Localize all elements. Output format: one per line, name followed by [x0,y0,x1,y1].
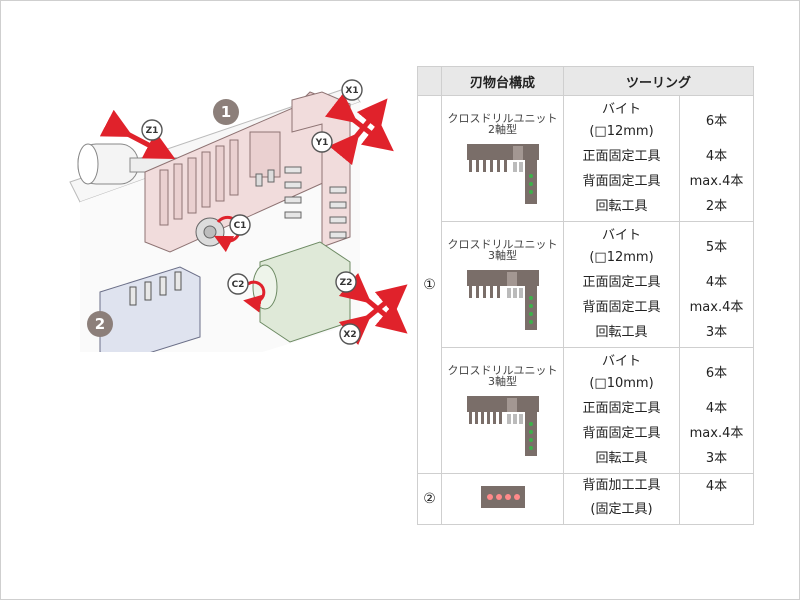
svg-text:C1: C1 [234,221,247,231]
tool-name: 回転工具 [595,324,648,340]
turret-1 [144,91,351,253]
badge-1: 1 [213,99,239,125]
tool-list: バイト (□10mm) 正面固定工具 背面固定工具 回転工具 [563,347,680,474]
tool-name: 背面加工工具 (固定工具) [582,478,661,517]
axis-label-z2: Z2 [335,271,357,293]
unit-cell: クロスドリルユニット 3軸型 [441,221,564,348]
back-tool-block-icon [480,486,525,508]
tool-quantity: 4本 [705,148,728,164]
svg-text:2: 2 [95,315,105,333]
back-tool-block [99,266,201,352]
tool-quantity: max.4本 [689,173,744,189]
quantity-list: 6本 4本 max.4本 2本 [678,95,755,222]
tool-quantity: 2本 [705,198,728,214]
tool-name: 正面固定工具 [582,400,661,416]
cross-drill-unit-3axis-icon [466,396,539,456]
table-row: クロスドリルユニット 3軸型 バイト (□10mm) 正面固定工具 背面固定工具… [418,347,755,474]
axis-label-x1: X1 [341,79,363,101]
tooling-table: 刃物台構成 ツーリング ① クロスドリルユニット 2軸型 バイト (□12m [417,66,755,525]
unit-cell: クロスドリルユニット 3軸型 [441,347,564,474]
tool-quantity: 6本 [705,365,728,381]
tool-name: 背面固定工具 [582,299,661,315]
tool-name: 背面固定工具 [582,173,661,189]
axis-label-c1: C1 [229,214,251,236]
tool-quantity: 3本 [705,450,728,466]
tool-quantity: 5本 [705,239,728,255]
svg-text:X1: X1 [345,86,358,96]
header-blank [417,66,442,96]
tool-quantity: 4本 [705,479,728,494]
unit-name: クロスドリルユニット [447,238,558,251]
unit-name: クロスドリルユニット [447,364,558,377]
table-row: クロスドリルユニット 3軸型 バイト (□12mm) 正面固定工具 背面固定工具… [418,221,755,348]
group-label-1: ① [417,95,442,474]
unit-type: 3軸型 [488,375,517,388]
quantity-list: 6本 4本 max.4本 3本 [678,347,755,474]
tool-quantity: max.4本 [689,425,744,441]
quantity-list: 4本 [678,473,755,525]
tool-name: バイト (□10mm) [589,353,654,391]
svg-text:X2: X2 [343,330,356,340]
tool-quantity: 3本 [705,324,728,340]
group-label-2: ② [417,473,442,525]
tool-quantity: max.4本 [689,299,744,315]
tool-name: バイト (□12mm) [589,101,654,139]
axis-label-x2: X2 [339,323,361,345]
unit-type: 3軸型 [488,249,517,262]
tool-quantity: 6本 [705,113,728,129]
badge-2: 2 [87,311,113,337]
quantity-list: 5本 4本 max.4本 3本 [678,221,755,348]
svg-text:Z2: Z2 [340,278,353,288]
svg-text:1: 1 [221,103,231,121]
table-row: ② 背面加工工具 (固定工具) 4本 [417,473,755,525]
tool-name: バイト (□12mm) [589,227,654,265]
tool-list: バイト (□12mm) 正面固定工具 背面固定工具 回転工具 [563,221,680,348]
svg-text:Y1: Y1 [315,138,329,148]
turret-diagram: 1 2 Z1 X1 Y1 C1 C2 Z2 X2 [69,79,408,352]
tool-name: 背面固定工具 [582,425,661,441]
table-header-row: 刃物台構成 ツーリング [417,66,755,96]
header-turret-config: 刃物台構成 [441,66,564,96]
tool-name: 正面固定工具 [582,274,661,290]
unit-cell: クロスドリルユニット 2軸型 [441,95,564,222]
unit-name: クロスドリルユニット [447,112,558,125]
tool-quantity: 4本 [705,274,728,290]
tool-list: バイト (□12mm) 正面固定工具 背面固定工具 回転工具 [563,95,680,222]
unit-type: 2軸型 [488,123,517,136]
tool-list: 背面加工工具 (固定工具) [563,473,680,525]
tool-quantity: 4本 [705,400,728,416]
axis-label-y1: Y1 [311,131,333,153]
tool-name: 回転工具 [595,450,648,466]
tool-name: 回転工具 [595,198,648,214]
tool-name: 正面固定工具 [582,148,661,164]
header-tooling: ツーリング [562,66,755,96]
axis-label-c2: C2 [227,273,249,295]
table-row: ① クロスドリルユニット 2軸型 バイト (□12mm) 正面固定工具 背面固定… [417,95,755,474]
axis-label-z1: Z1 [141,119,163,141]
cross-drill-unit-3axis-icon [466,270,539,330]
svg-text:Z1: Z1 [146,126,159,136]
svg-text:C2: C2 [232,280,245,290]
unit-cell [441,473,564,525]
cross-drill-unit-2axis-icon [466,144,539,204]
